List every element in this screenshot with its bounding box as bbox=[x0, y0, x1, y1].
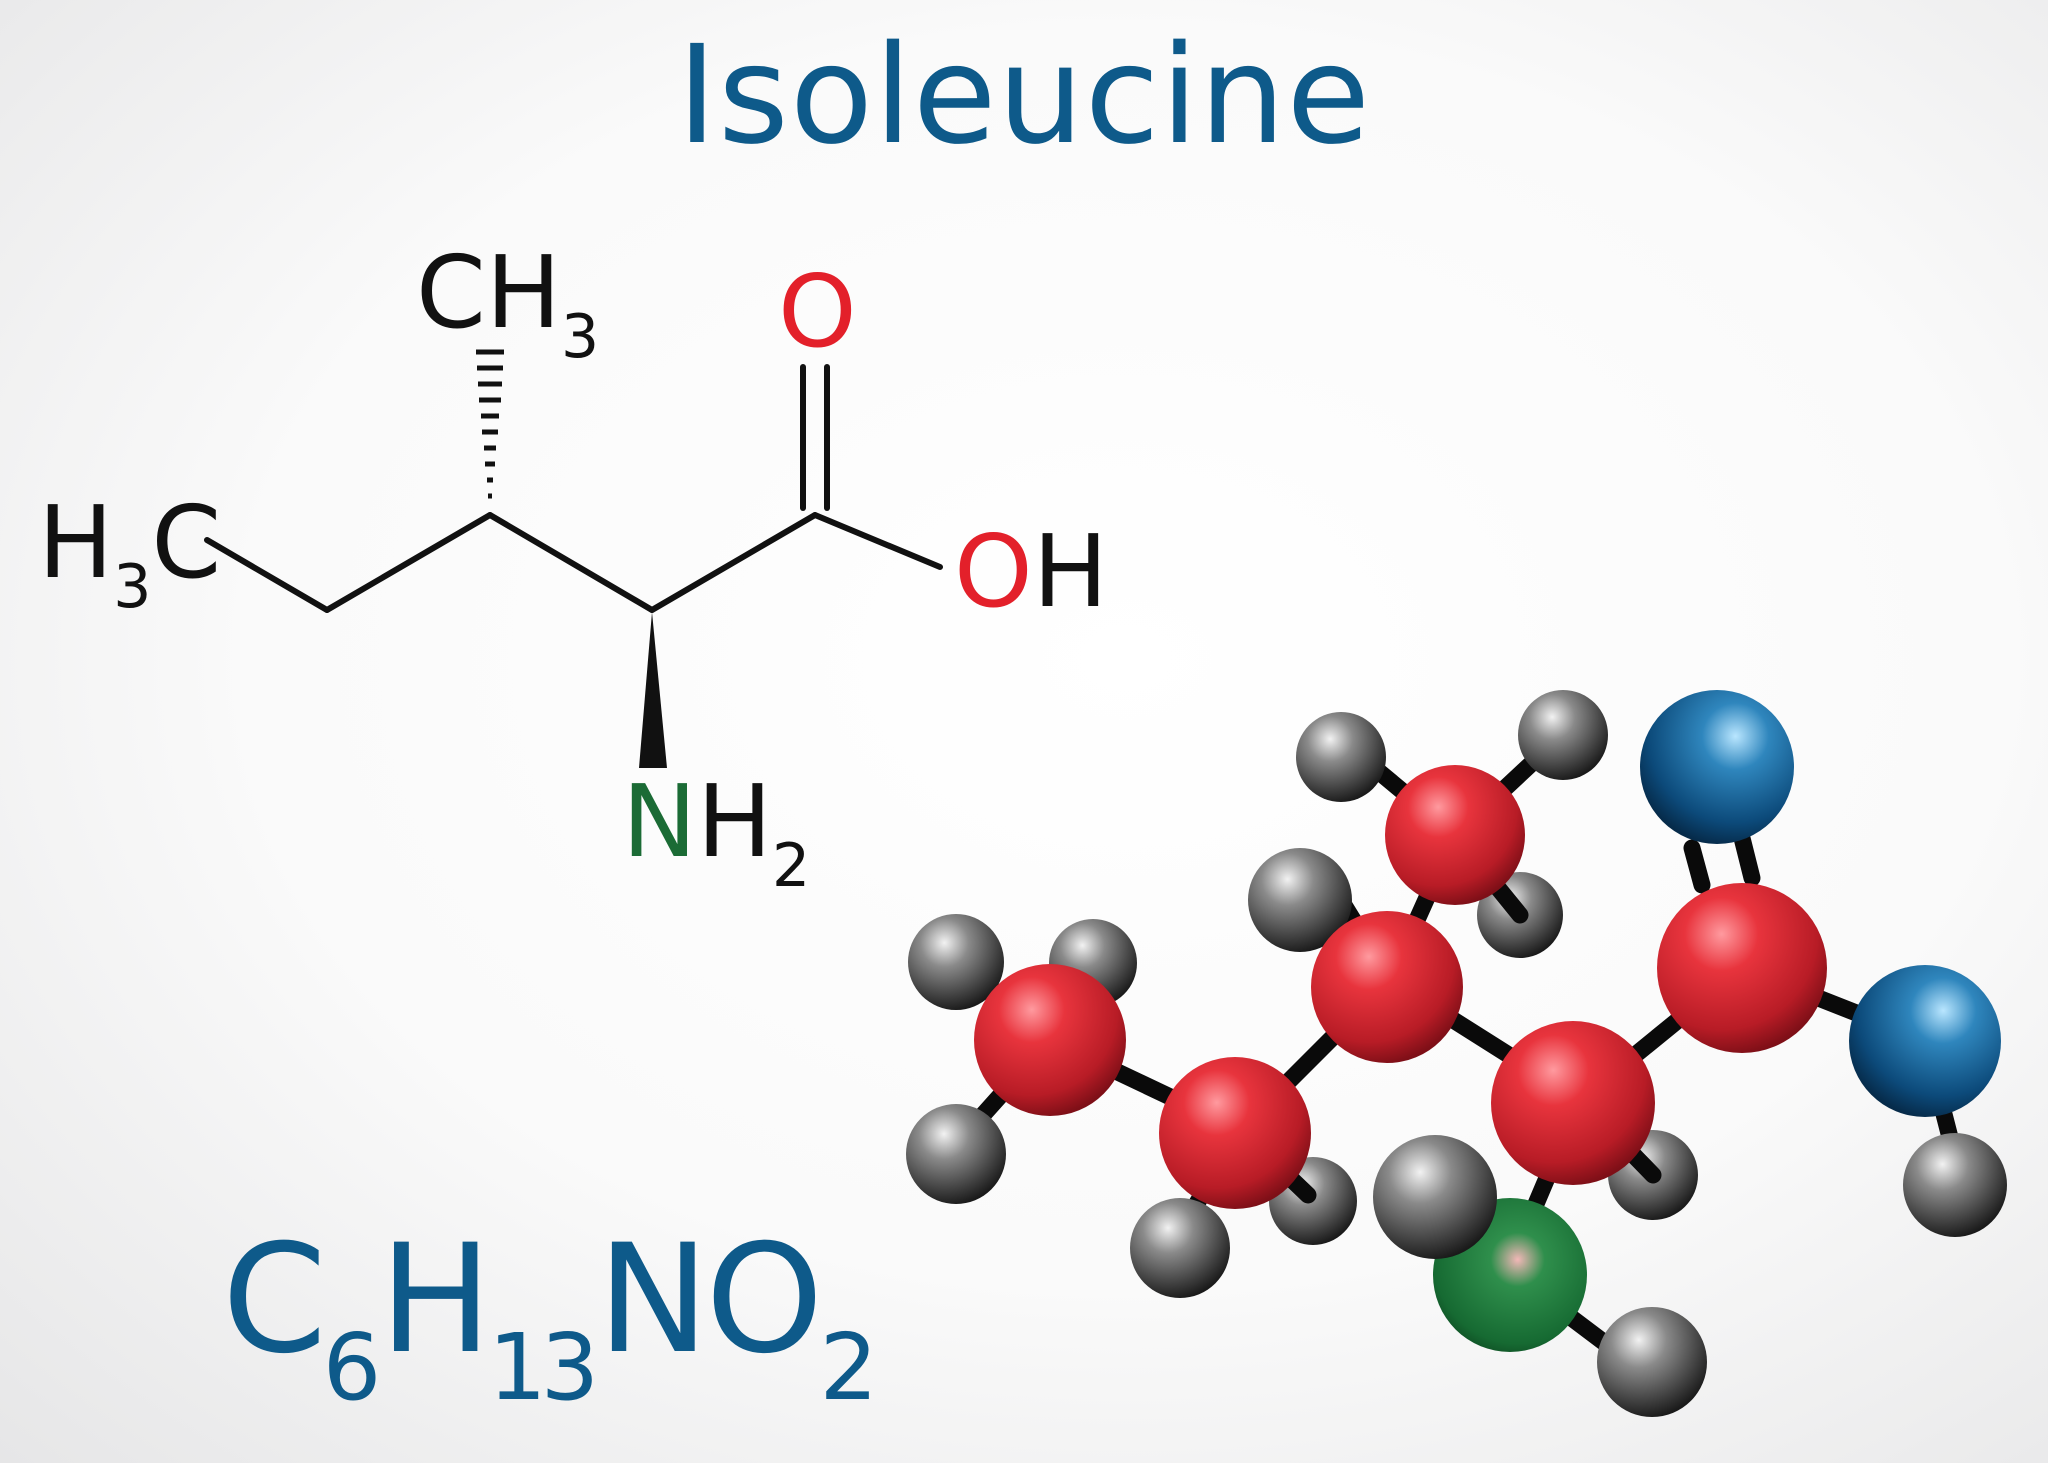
bond-c5-oh bbox=[812, 512, 943, 570]
hydrogen-atom bbox=[1248, 848, 1352, 952]
bond-c2-c3 bbox=[324, 512, 493, 613]
formula-h-count: 13 bbox=[488, 1314, 599, 1421]
page-title: Isoleucine bbox=[676, 17, 1372, 175]
carbon-atom bbox=[1159, 1057, 1311, 1209]
carbon-atom bbox=[1311, 911, 1463, 1063]
hydrogen-atom bbox=[906, 1104, 1006, 1204]
molecular-formula: C6H13NO2 bbox=[222, 1225, 878, 1414]
carbon-atom bbox=[1385, 765, 1525, 905]
hydrogen-atom bbox=[1597, 1307, 1707, 1417]
carbonyl-oxygen-label: O bbox=[778, 253, 857, 370]
hashed-wedge-bond bbox=[476, 349, 504, 499]
carbon-atom bbox=[974, 964, 1126, 1116]
formula-no: NO bbox=[597, 1213, 823, 1387]
formula-c-count: 6 bbox=[322, 1314, 381, 1421]
bond-c3-c4 bbox=[487, 512, 655, 613]
hydrogen-atom bbox=[908, 914, 1004, 1010]
formula-h: H bbox=[379, 1213, 492, 1387]
amine-label: NH2 bbox=[622, 763, 811, 901]
formula-o-count: 2 bbox=[819, 1314, 877, 1421]
oxygen-atom bbox=[1849, 965, 2001, 1117]
hydroxyl-label: OH bbox=[954, 513, 1108, 630]
solid-wedge-bond bbox=[639, 612, 667, 768]
hydrogen-atom bbox=[1130, 1198, 1230, 1298]
methyl-left-label: H3C bbox=[38, 484, 222, 622]
hydrogen-atom bbox=[1518, 690, 1608, 780]
oxygen-atom bbox=[1640, 690, 1794, 844]
carbon-atom bbox=[1657, 883, 1827, 1053]
hydrogen-atom bbox=[1373, 1135, 1497, 1259]
bond-c4-c5 bbox=[649, 512, 818, 613]
bond-stick bbox=[1683, 839, 1711, 894]
hydrogen-atom bbox=[1296, 712, 1386, 802]
formula-c: C bbox=[222, 1213, 327, 1387]
bond-stick bbox=[1733, 829, 1761, 887]
hydrogen-atom bbox=[1903, 1133, 2007, 1237]
bond-c1-c2 bbox=[204, 537, 330, 613]
carbon-atom bbox=[1491, 1021, 1655, 1185]
methyl-top-label: CH3 bbox=[416, 234, 600, 372]
